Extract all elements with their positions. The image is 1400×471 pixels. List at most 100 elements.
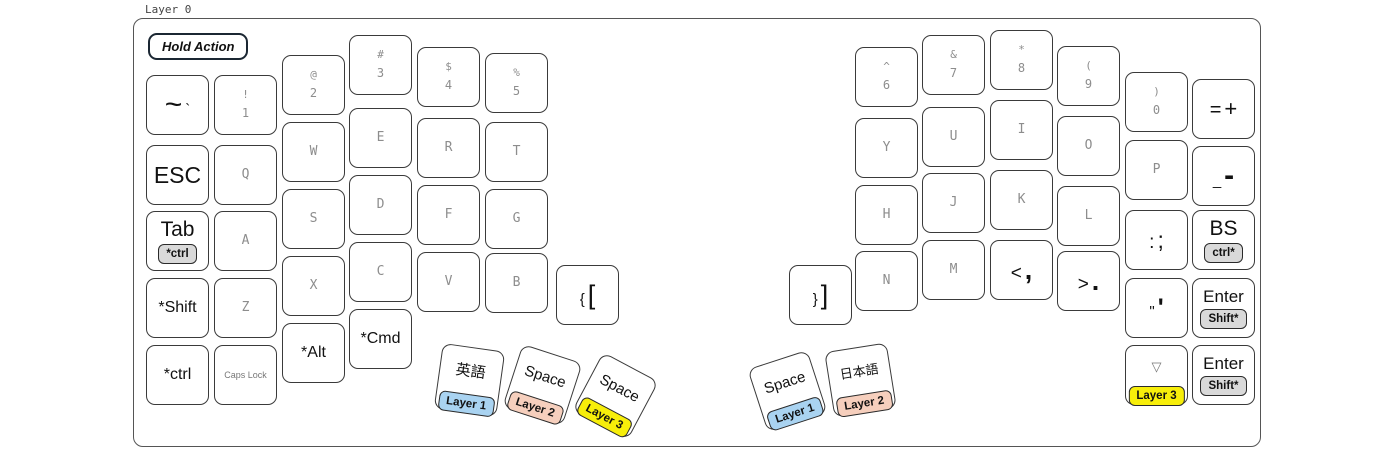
key-b[interactable]: B — [485, 253, 548, 313]
key-legend: $ — [445, 60, 452, 74]
key-legend: ~` — [165, 90, 191, 120]
key-8[interactable]: *8 — [990, 30, 1053, 90]
key-legend: <, — [1011, 256, 1033, 284]
key-t[interactable]: T — [485, 122, 548, 182]
key-legend: E — [376, 129, 385, 145]
key-u[interactable]: U — [922, 107, 985, 167]
key-legend: - — [1224, 159, 1235, 192]
key-underscore-minus[interactable]: _- — [1192, 146, 1255, 206]
key-lalt[interactable]: *Alt — [282, 323, 345, 383]
key-legend: 5 — [512, 84, 521, 99]
key-legend: J — [949, 194, 958, 210]
key-legend: ( — [1085, 59, 1092, 73]
key-0[interactable]: )0 — [1125, 72, 1188, 132]
key-rbracket[interactable]: }] — [789, 265, 852, 325]
key-bs[interactable]: BS ctrl* — [1192, 210, 1255, 270]
key-v[interactable]: V — [417, 252, 480, 312]
key-2[interactable]: @2 — [282, 55, 345, 115]
key-legend: W — [309, 143, 318, 159]
key-w[interactable]: W — [282, 122, 345, 182]
key-tilde-grave[interactable]: ~` — [146, 75, 209, 135]
key-legend: _- — [1213, 161, 1234, 191]
key-z[interactable]: Z — [214, 278, 277, 338]
key-x[interactable]: X — [282, 256, 345, 316]
key-legend: I — [1017, 121, 1026, 137]
key-legend: + — [1224, 96, 1238, 121]
key-legend: ; — [1157, 226, 1164, 253]
key-comma[interactable]: <, — [990, 240, 1053, 300]
key-i[interactable]: I — [990, 100, 1053, 160]
key-1[interactable]: !1 — [214, 75, 277, 135]
key-esc[interactable]: ESC — [146, 145, 209, 205]
key-legend: Enter — [1203, 287, 1244, 307]
key-legend: H — [882, 206, 891, 222]
key-quote[interactable]: "' — [1125, 278, 1188, 338]
key-legend: 3 — [376, 66, 385, 81]
key-legend: . — [1091, 265, 1100, 296]
key-legend: R — [444, 139, 453, 155]
key-a[interactable]: A — [214, 211, 277, 271]
key-legend: Space — [762, 368, 808, 398]
key-legend: ] — [820, 279, 829, 310]
key-legend: }] — [813, 279, 829, 310]
key-lcmd[interactable]: *Cmd — [349, 309, 412, 369]
key-k[interactable]: K — [990, 170, 1053, 230]
key-capslock[interactable]: Caps Lock — [214, 345, 277, 405]
key-legend: X — [309, 277, 318, 293]
key-6[interactable]: ^6 — [855, 47, 918, 107]
key-j[interactable]: J — [922, 173, 985, 233]
key-q[interactable]: Q — [214, 145, 277, 205]
key-legend: Tab — [160, 217, 195, 241]
key-period[interactable]: >. — [1057, 251, 1120, 311]
key-g[interactable]: G — [485, 189, 548, 249]
key-3[interactable]: #3 — [349, 35, 412, 95]
key-legend: BS — [1209, 216, 1238, 240]
key-equals-plus[interactable]: =+ — [1192, 79, 1255, 139]
key-y[interactable]: Y — [855, 118, 918, 178]
key-badge: ctrl* — [1204, 243, 1243, 264]
key-4[interactable]: $4 — [417, 47, 480, 107]
key-lshift[interactable]: *Shift — [146, 278, 209, 338]
layer-title: Layer 0 — [145, 3, 192, 16]
key-c[interactable]: C — [349, 242, 412, 302]
key-colon-semicolon[interactable]: :; — [1125, 210, 1188, 270]
key-legend: * — [1018, 43, 1025, 57]
key-p[interactable]: P — [1125, 140, 1188, 200]
key-n[interactable]: N — [855, 251, 918, 311]
key-legend: 9 — [1084, 77, 1093, 92]
key-s[interactable]: S — [282, 189, 345, 249]
key-7[interactable]: &7 — [922, 35, 985, 95]
key-lctrl[interactable]: *ctrl — [146, 345, 209, 405]
key-legend: Q — [241, 166, 250, 182]
key-legend: *Cmd — [360, 329, 401, 347]
key-lbracket[interactable]: {[ — [556, 265, 619, 325]
key-layer3-transparent[interactable]: ▽Layer 3 — [1125, 345, 1188, 406]
key-e[interactable]: E — [349, 108, 412, 168]
key-legend: F — [444, 206, 453, 222]
key-m[interactable]: M — [922, 240, 985, 300]
key-5[interactable]: %5 — [485, 53, 548, 113]
key-o[interactable]: O — [1057, 116, 1120, 176]
key-l[interactable]: L — [1057, 186, 1120, 246]
key-legend: % — [513, 66, 520, 80]
key-legend: :; — [1149, 226, 1164, 253]
key-legend: ' — [1157, 293, 1164, 322]
key-r[interactable]: R — [417, 118, 480, 178]
key-f[interactable]: F — [417, 185, 480, 245]
key-legend: Caps Lock — [224, 369, 267, 380]
key-d[interactable]: D — [349, 175, 412, 235]
key-9[interactable]: (9 — [1057, 46, 1120, 106]
key-legend: > — [1077, 273, 1089, 295]
key-tab[interactable]: Tab*ctrl — [146, 211, 209, 271]
key-h[interactable]: H — [855, 185, 918, 245]
key-legend: B — [512, 274, 521, 290]
